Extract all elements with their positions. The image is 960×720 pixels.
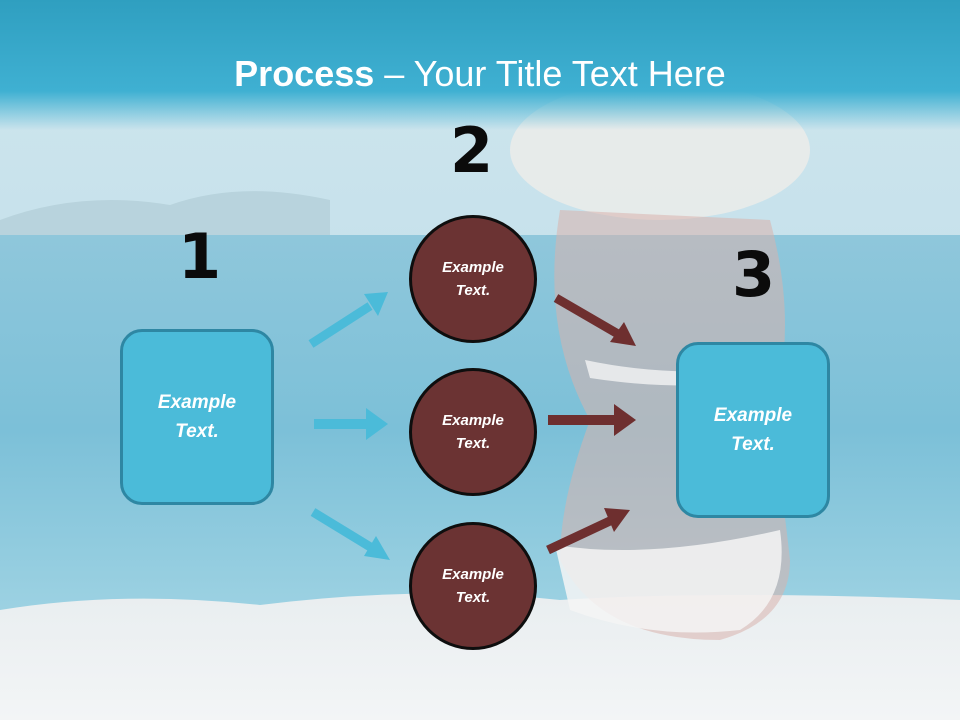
arrow-middle-to-right [548, 404, 636, 436]
circle-step-top: Example Text. [409, 215, 537, 343]
arrow-left-to-bottom [310, 508, 390, 560]
arrow-left-to-middle [314, 408, 388, 440]
left-step-box: Example Text. [120, 329, 274, 505]
circle-top-text: Example Text. [442, 259, 504, 299]
step-number-1: 1 [178, 220, 222, 293]
right-step-box: Example Text. [676, 342, 830, 518]
circle-step-middle: Example Text. [409, 368, 537, 496]
circle-bottom-text: Example Text. [442, 566, 504, 606]
step-number-3: 3 [732, 238, 776, 311]
right-box-text: Example Text. [713, 405, 793, 455]
title-rest: – Your Title Text Here [374, 53, 726, 94]
slide-title: Process – Your Title Text Here [0, 52, 960, 96]
arrow-left-to-top [308, 292, 388, 348]
title-band [0, 0, 960, 130]
step-number-2: 2 [450, 114, 494, 187]
circle-step-bottom: Example Text. [409, 522, 537, 650]
title-bold: Process [234, 53, 375, 94]
arrow-bottom-to-right [546, 508, 630, 555]
circle-middle-text: Example Text. [442, 412, 504, 452]
left-box-text: Example Text. [157, 392, 237, 442]
arrow-top-to-right [553, 294, 636, 346]
